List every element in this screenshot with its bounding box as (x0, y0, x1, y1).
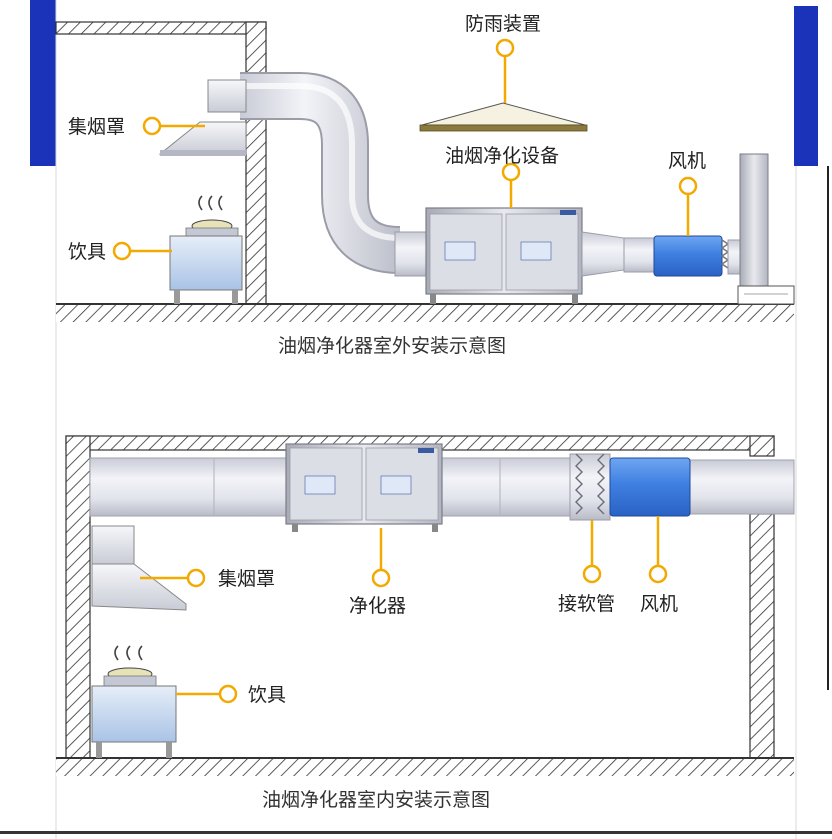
indoor-diagram: 集烟罩 饮具 净化器 接软管 风机 油烟净化器室内安装示意图 (56, 435, 795, 811)
outdoor-hood-graphic (158, 79, 247, 156)
outdoor-wall (245, 21, 267, 305)
rain-cover-graphic (419, 102, 588, 132)
outdoor-diagram: 防雨装置 集烟罩 饮具 油烟净化设备 风机 油烟净化器室外安装示意图 (55, 13, 795, 357)
indoor-callouts (140, 516, 668, 704)
outdoor-fan-graphic (653, 153, 795, 305)
indoor-soft-joint-graphic (569, 453, 611, 521)
label-outdoor-purifier: 油烟净化设备 (445, 145, 559, 167)
outdoor-callouts (112, 38, 698, 261)
caption-indoor: 油烟净化器室内安装示意图 (262, 789, 490, 811)
label-indoor-stove: 饮具 (248, 684, 286, 706)
indoor-fan-graphic (609, 457, 691, 517)
label-indoor-fan: 风机 (640, 593, 678, 615)
label-indoor-hood: 集烟罩 (218, 568, 275, 590)
outdoor-ceiling (55, 21, 267, 35)
label-outdoor-stove: 饮具 (68, 241, 106, 263)
outdoor-stove-graphic (169, 195, 243, 304)
label-indoor-purifier: 净化器 (349, 595, 406, 617)
indoor-stove-graphic (91, 645, 177, 758)
label-outdoor-fan: 风机 (668, 150, 706, 172)
caption-outdoor: 油烟净化器室外安装示意图 (278, 335, 506, 357)
accent-bar-left (30, 0, 56, 166)
label-rain-cover: 防雨装置 (465, 13, 541, 35)
indoor-purifier-graphic (285, 443, 443, 532)
indoor-hood-graphic (91, 525, 187, 611)
label-indoor-soft-joint: 接软管 (558, 593, 615, 615)
indoor-ground (56, 758, 794, 776)
indoor-duct-inlet (89, 457, 293, 517)
indoor-wall-left (65, 435, 91, 759)
indoor-wall-right (749, 513, 775, 759)
outdoor-ground (56, 304, 794, 322)
accent-bar-right (794, 6, 818, 166)
outdoor-purifier-graphic (394, 207, 657, 304)
label-outdoor-hood: 集烟罩 (68, 116, 125, 138)
